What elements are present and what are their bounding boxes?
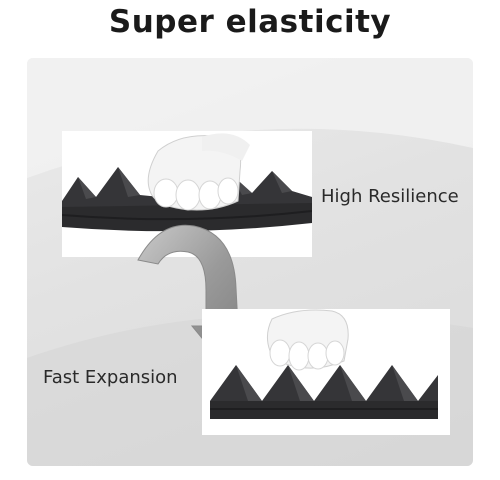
compressed-foam-photo — [62, 131, 312, 257]
fast-expansion-label: Fast Expansion — [43, 367, 178, 388]
gloved-hand-icon — [266, 309, 349, 371]
high-resilience-label: High Resilience — [321, 186, 459, 207]
page-title: Super elasticity — [108, 4, 392, 40]
gloved-hand-icon — [147, 133, 250, 211]
expanded-foam-photo — [202, 309, 450, 435]
